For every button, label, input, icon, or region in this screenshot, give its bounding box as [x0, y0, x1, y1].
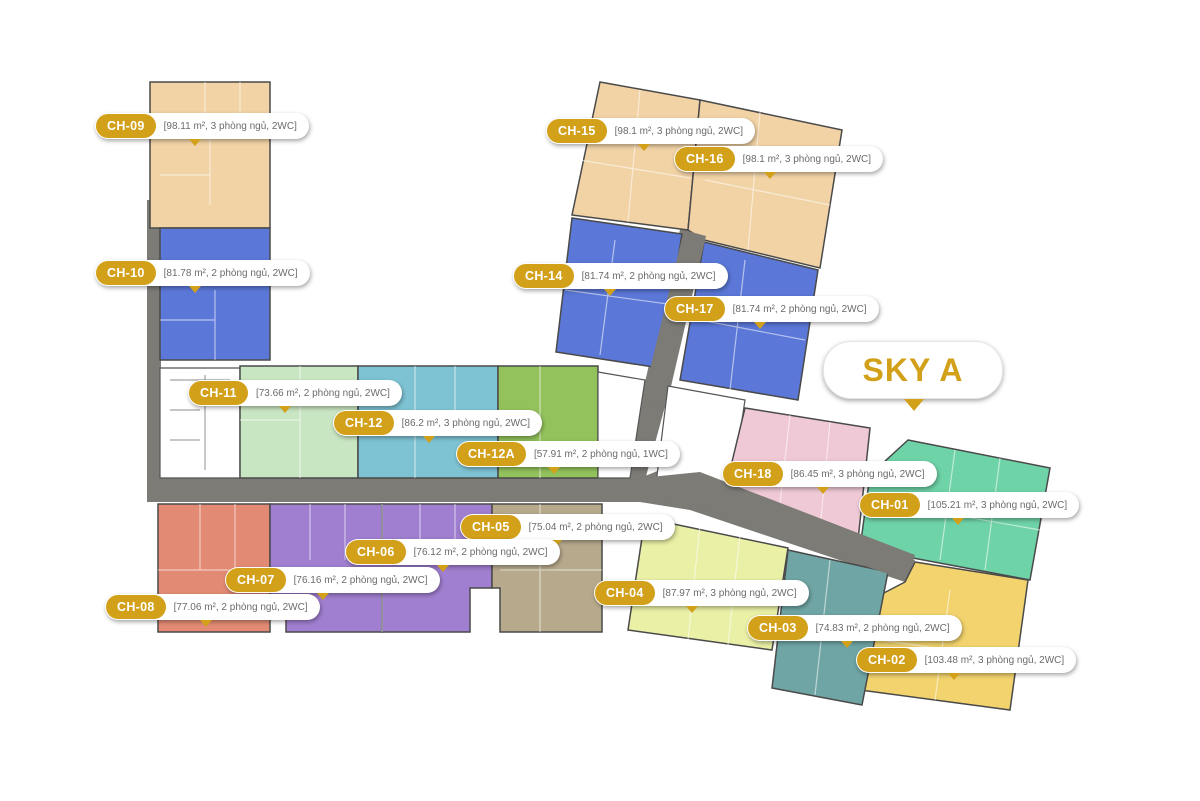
unit-info: [57.91 m², 2 phòng ngủ, 1WC]	[533, 448, 668, 460]
unit-code: CH-10	[96, 261, 156, 285]
unit-code: CH-09	[96, 114, 156, 138]
unit-info: [103.48 m², 3 phòng ngủ, 2WC]	[924, 654, 1065, 666]
unit-callout-ch-08[interactable]: CH-08 [77.06 m², 2 phòng ngủ, 2WC]	[105, 594, 320, 627]
unit-info: [75.04 m², 2 phòng ngủ, 2WC]	[528, 521, 663, 533]
unit-callout-ch-16[interactable]: CH-16 [98.1 m², 3 phòng ngủ, 2WC]	[674, 146, 884, 179]
pointer-icon	[279, 406, 291, 413]
unit-code: CH-16	[675, 147, 735, 171]
pointer-icon	[423, 436, 435, 443]
unit-info: [74.83 m², 2 phòng ngủ, 2WC]	[815, 622, 950, 634]
unit-callout-ch-12a[interactable]: CH-12A [57.91 m², 2 phòng ngủ, 1WC]	[456, 441, 680, 474]
unit-info: [105.21 m², 3 phòng ngủ, 2WC]	[927, 499, 1068, 511]
unit-code: CH-03	[748, 616, 808, 640]
pointer-icon	[817, 487, 829, 494]
pointer-icon	[948, 673, 960, 680]
unit-info: [76.16 m², 2 phòng ngủ, 2WC]	[293, 574, 428, 586]
unit-info: [98.11 m², 3 phòng ngủ, 2WC]	[163, 120, 297, 132]
unit-info: [86.45 m², 3 phòng ngủ, 2WC]	[790, 468, 925, 480]
unit-code: CH-14	[514, 264, 574, 288]
unit-callout-ch-02[interactable]: CH-02 [103.48 m², 3 phòng ngủ, 2WC]	[856, 647, 1077, 680]
pointer-icon	[548, 467, 560, 474]
unit-callout-ch-09[interactable]: CH-09 [98.11 m², 3 phòng ngủ, 2WC]	[95, 113, 309, 146]
pointer-icon	[764, 172, 776, 179]
unit-code: CH-07	[226, 568, 286, 592]
unit-info: [81.78 m², 2 phòng ngủ, 2WC]	[163, 267, 298, 279]
pointer-icon	[200, 620, 212, 627]
unit-callout-ch-10[interactable]: CH-10 [81.78 m², 2 phòng ngủ, 2WC]	[95, 260, 310, 293]
pointer-icon	[754, 322, 766, 329]
unit-code: CH-17	[665, 297, 725, 321]
unit-info: [76.12 m², 2 phòng ngủ, 2WC]	[413, 546, 548, 558]
unit-callout-ch-06[interactable]: CH-06 [76.12 m², 2 phòng ngủ, 2WC]	[345, 539, 560, 572]
pointer-icon	[437, 565, 449, 572]
pointer-icon	[904, 399, 924, 411]
unit-info: [81.74 m², 2 phòng ngủ, 2WC]	[581, 270, 716, 282]
pointer-icon	[189, 139, 201, 146]
unit-callout-ch-18[interactable]: CH-18 [86.45 m², 3 phòng ngủ, 2WC]	[722, 461, 937, 494]
unit-callout-ch-17[interactable]: CH-17 [81.74 m², 2 phòng ngủ, 2WC]	[664, 296, 879, 329]
unit-code: CH-12	[334, 411, 394, 435]
unit-callout-ch-15[interactable]: CH-15 [98.1 m², 3 phòng ngủ, 2WC]	[546, 118, 756, 151]
unit-info: [87.97 m², 3 phòng ngủ, 2WC]	[662, 587, 797, 599]
unit-code: CH-15	[547, 119, 607, 143]
unit-info: [81.74 m², 2 phòng ngủ, 2WC]	[732, 303, 867, 315]
pointer-icon	[317, 593, 329, 600]
unit-callout-ch-14[interactable]: CH-14 [81.74 m², 2 phòng ngủ, 2WC]	[513, 263, 728, 296]
building-label: SKY A	[823, 341, 1003, 411]
unit-info: [77.06 m², 2 phòng ngủ, 2WC]	[173, 601, 308, 613]
unit-callout-ch-12[interactable]: CH-12 [86.2 m², 3 phòng ngủ, 2WC]	[333, 410, 543, 443]
pointer-icon	[686, 606, 698, 613]
unit-code: CH-12A	[457, 442, 526, 466]
unit-code: CH-08	[106, 595, 166, 619]
pointer-icon	[189, 286, 201, 293]
pointer-icon	[638, 144, 650, 151]
unit-callout-ch-07[interactable]: CH-07 [76.16 m², 2 phòng ngủ, 2WC]	[225, 567, 440, 600]
unit-code: CH-04	[595, 581, 655, 605]
unit-callout-ch-05[interactable]: CH-05 [75.04 m², 2 phòng ngủ, 2WC]	[460, 514, 675, 547]
pointer-icon	[952, 518, 964, 525]
unit-info: [98.1 m², 3 phòng ngủ, 2WC]	[742, 153, 872, 165]
pointer-icon	[604, 289, 616, 296]
unit-callout-ch-03[interactable]: CH-03 [74.83 m², 2 phòng ngủ, 2WC]	[747, 615, 962, 648]
unit-code: CH-02	[857, 648, 917, 672]
unit-info: [98.1 m², 3 phòng ngủ, 2WC]	[614, 125, 744, 137]
unit-code: CH-18	[723, 462, 783, 486]
pointer-icon	[841, 641, 853, 648]
building-name: SKY A	[862, 351, 964, 388]
unit-callout-ch-11[interactable]: CH-11 [73.66 m², 2 phòng ngủ, 2WC]	[188, 380, 402, 413]
unit-code: CH-05	[461, 515, 521, 539]
unit-code: CH-01	[860, 493, 920, 517]
unit-code: CH-11	[189, 381, 248, 405]
unit-code: CH-06	[346, 540, 406, 564]
unit-info: [73.66 m², 2 phòng ngủ, 2WC]	[255, 387, 390, 399]
unit-callout-ch-01[interactable]: CH-01 [105.21 m², 3 phòng ngủ, 2WC]	[859, 492, 1080, 525]
unit-callout-ch-04[interactable]: CH-04 [87.97 m², 3 phòng ngủ, 2WC]	[594, 580, 809, 613]
unit-info: [86.2 m², 3 phòng ngủ, 2WC]	[401, 417, 531, 429]
